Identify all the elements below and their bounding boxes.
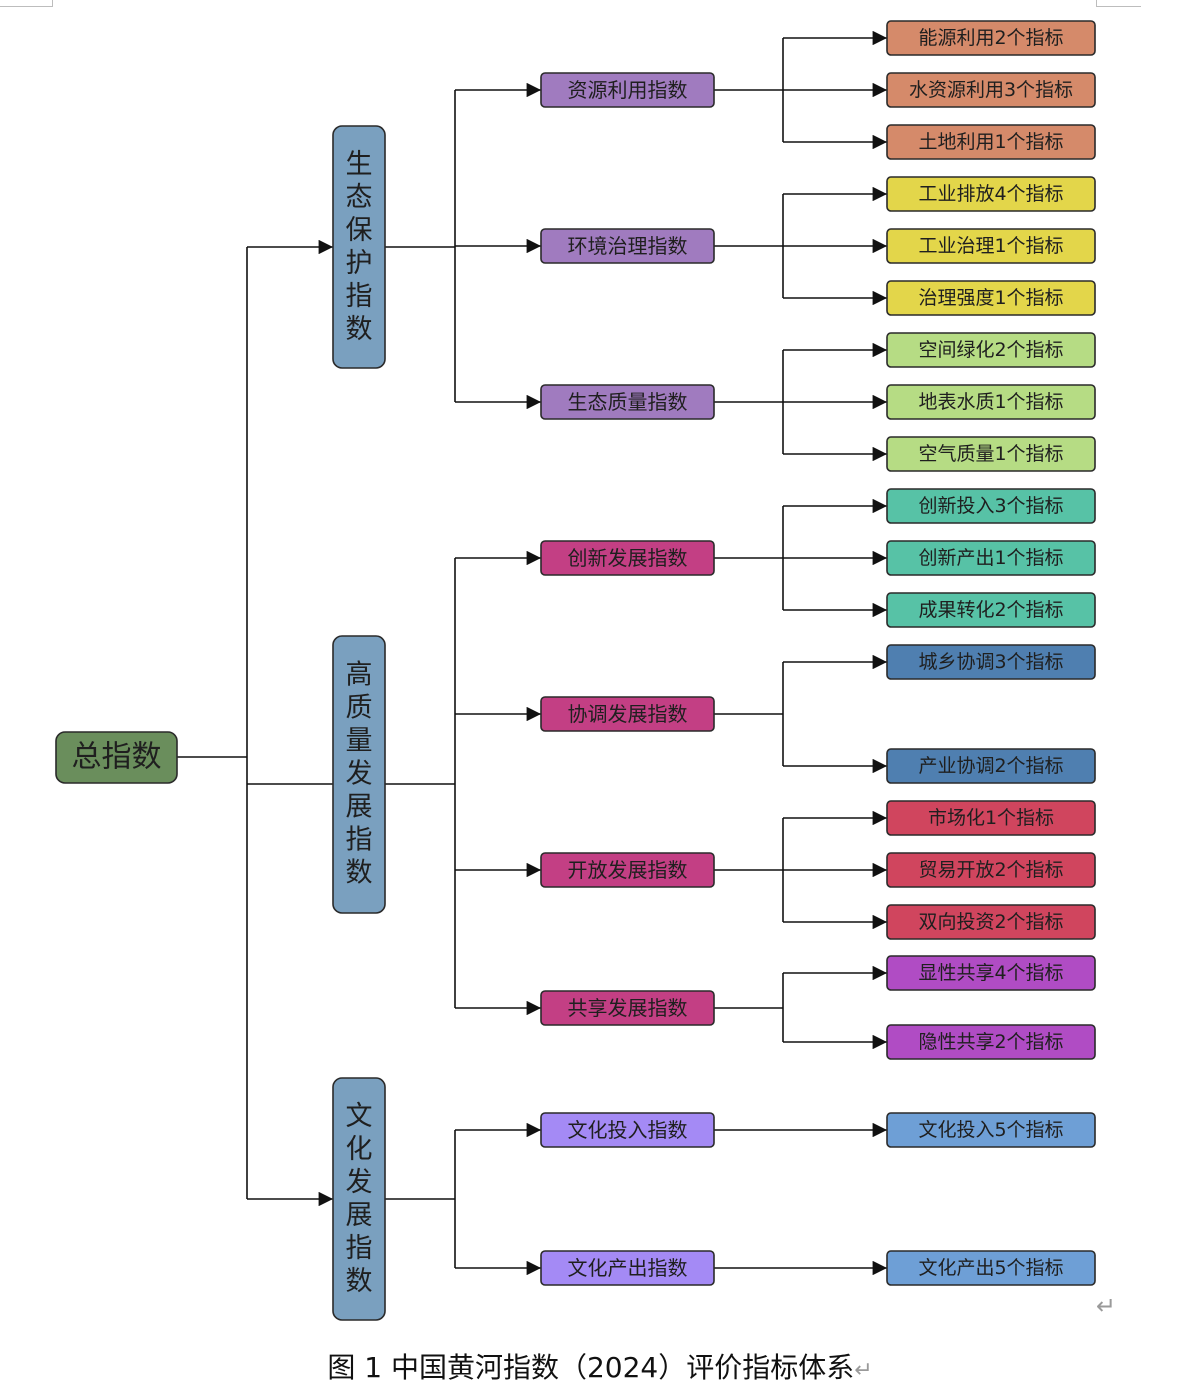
level1-node-1-char-2: 保: [346, 215, 373, 246]
level1-node-3-char-2: 发: [346, 1167, 373, 1198]
level2-node-7-label: 共享发展指数: [568, 996, 688, 1020]
level3-node-4-label: 工业排放4个指标: [918, 183, 1063, 205]
level2-node-3-label: 生态质量指数: [568, 390, 688, 414]
figure-caption: 图 1 中国黄河指数（2024）评价指标体系↵: [0, 1346, 1200, 1386]
page-corner-marks: [0, 0, 1200, 10]
level3-node-19-label: 隐性共享2个指标: [918, 1031, 1063, 1053]
level3-node-12: [886, 592, 1096, 628]
page-corner-mark-right: [1096, 0, 1141, 7]
level1-node-2-char-2: 量: [346, 726, 373, 757]
root-node-label: 总指数: [72, 740, 162, 775]
level3-node-1: [886, 20, 1096, 56]
level3-node-7: [886, 332, 1096, 368]
level3-node-3: [886, 124, 1096, 160]
level2-node-5: [540, 696, 715, 732]
level3-node-20-label: 文化投入5个指标: [918, 1119, 1063, 1141]
level3-node-9: [886, 436, 1096, 472]
level3-node-18-label: 显性共享4个指标: [918, 962, 1063, 984]
level3-node-19: [886, 1024, 1096, 1060]
level3-node-14: [886, 748, 1096, 784]
level3-node-2-label: 水资源利用3个指标: [909, 79, 1073, 101]
level3-node-11: [886, 540, 1096, 576]
level1-node-3-char-1: 化: [346, 1134, 373, 1165]
level2-node-2-label: 环境治理指数: [568, 234, 688, 258]
level2-node-1: [540, 72, 715, 108]
level1-node-2-char-5: 指: [346, 825, 373, 856]
level3-node-21-label: 文化产出5个指标: [918, 1257, 1063, 1279]
level3-node-16-label: 贸易开放2个指标: [918, 859, 1063, 881]
level1-node-1-char-3: 护: [346, 248, 373, 279]
level1-node-1-char-4: 指: [346, 281, 373, 312]
level2-node-2: [540, 228, 715, 264]
paragraph-mark: ↵: [1096, 1292, 1117, 1320]
level3-node-17: [886, 904, 1096, 940]
level3-node-20: [886, 1112, 1096, 1148]
level3-node-8-label: 地表水质1个指标: [918, 391, 1063, 413]
level3-node-10: [886, 488, 1096, 524]
level3-node-6: [886, 280, 1096, 316]
level1-node-1-char-0: 生: [346, 149, 373, 180]
level1-node-2-char-0: 高: [346, 660, 373, 691]
caption-paragraph-mark: ↵: [854, 1358, 873, 1383]
level2-node-4: [540, 540, 715, 576]
level2-node-3: [540, 384, 715, 420]
level3-node-3-label: 土地利用1个指标: [918, 131, 1063, 153]
level2-node-6-label: 开放发展指数: [568, 858, 688, 882]
level3-node-13-label: 城乡协调3个指标: [918, 651, 1063, 673]
level2-node-6: [540, 852, 715, 888]
level3-node-15: [886, 800, 1096, 836]
level3-node-16: [886, 852, 1096, 888]
level3-node-8: [886, 384, 1096, 420]
level3-node-1-label: 能源利用2个指标: [918, 27, 1063, 49]
level1-node-2-char-1: 质: [346, 693, 373, 724]
level3-node-6-label: 治理强度1个指标: [918, 287, 1063, 309]
index-hierarchy-diagram: 总指数生态保护指数高质量发展指数文化发展指数资源利用指数环境治理指数生态质量指数…: [55, 20, 1096, 1321]
level3-node-5: [886, 228, 1096, 264]
level3-node-4: [886, 176, 1096, 212]
level1-node-2-char-3: 发: [346, 759, 373, 790]
level1-node-3-char-5: 数: [346, 1266, 373, 1297]
level2-node-8: [540, 1112, 715, 1148]
level3-node-12-label: 成果转化2个指标: [918, 599, 1063, 621]
connector-lines: [177, 30, 887, 1276]
level3-node-15-label: 市场化1个指标: [928, 807, 1054, 829]
level2-node-9: [540, 1250, 715, 1286]
level3-node-9-label: 空气质量1个指标: [918, 443, 1063, 465]
level2-node-7: [540, 990, 715, 1026]
level1-node-1: [332, 125, 386, 369]
level3-node-18: [886, 955, 1096, 991]
level2-node-8-label: 文化投入指数: [568, 1118, 688, 1142]
level3-node-7-label: 空间绿化2个指标: [918, 339, 1063, 361]
level1-node-1-char-5: 数: [346, 314, 373, 345]
level1-node-3: [332, 1077, 386, 1321]
level1-node-2-char-4: 展: [346, 792, 373, 823]
level3-node-11-label: 创新产出1个指标: [918, 547, 1063, 569]
level1-node-2: [332, 635, 386, 914]
level1-node-3-char-3: 展: [346, 1200, 373, 1231]
level3-node-17-label: 双向投资2个指标: [918, 911, 1063, 933]
level2-node-1-label: 资源利用指数: [568, 78, 688, 102]
level3-node-2: [886, 72, 1096, 108]
level3-node-13: [886, 644, 1096, 680]
level3-node-5-label: 工业治理1个指标: [918, 235, 1063, 257]
level1-node-2-char-6: 数: [346, 858, 373, 889]
level1-node-3-char-4: 指: [346, 1233, 373, 1264]
page-corner-mark-left: [0, 0, 53, 7]
level2-node-9-label: 文化产出指数: [568, 1256, 688, 1280]
level2-node-5-label: 协调发展指数: [568, 702, 688, 726]
level1-node-3-char-0: 文: [346, 1101, 373, 1132]
caption-text: 图 1 中国黄河指数（2024）评价指标体系: [327, 1351, 855, 1384]
level2-node-4-label: 创新发展指数: [568, 546, 688, 570]
level3-node-21: [886, 1250, 1096, 1286]
diagram-nodes: 总指数生态保护指数高质量发展指数文化发展指数资源利用指数环境治理指数生态质量指数…: [55, 20, 1096, 1321]
level3-node-10-label: 创新投入3个指标: [918, 495, 1063, 517]
level3-node-14-label: 产业协调2个指标: [918, 755, 1063, 777]
level1-node-1-char-1: 态: [346, 182, 373, 213]
root-node: [55, 731, 178, 784]
